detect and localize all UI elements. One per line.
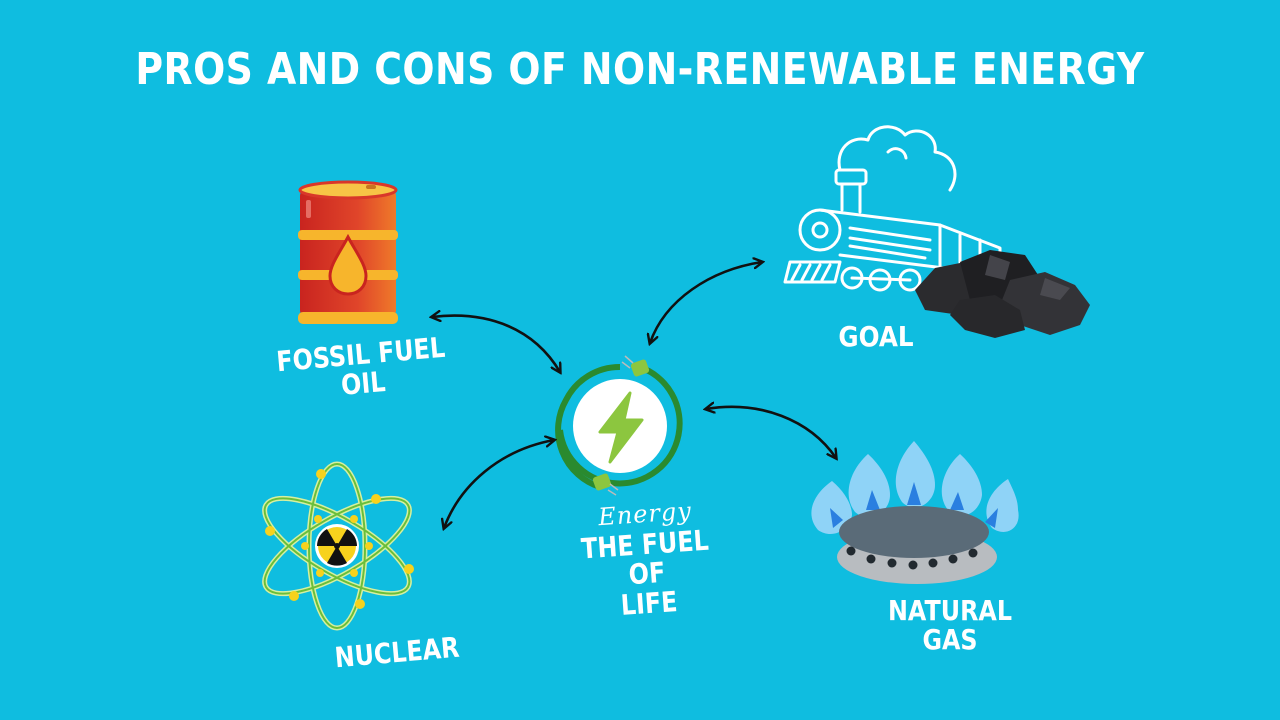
lightning-bolt-icon [555, 355, 683, 496]
coal-label-line1: GOAL [838, 320, 914, 353]
arrow-coal-center [650, 262, 762, 343]
natural-gas-label-line2: GAS [922, 623, 978, 657]
arrow-gas-center [706, 407, 836, 458]
center-label: THE FUEL OF LIFE [563, 524, 730, 623]
coal-icon [915, 250, 1090, 338]
coal-label: GOAL [832, 320, 920, 353]
arrow-nuclear-center [444, 440, 554, 528]
atom-radiation-icon [262, 461, 414, 631]
arrow-fossil-center [432, 316, 560, 372]
oil-barrel-icon [298, 180, 398, 324]
page-title: PROS AND CONS OF NON-RENEWABLE ENERGY [135, 44, 1145, 95]
gas-burner-flame-icon [811, 441, 1019, 584]
natural-gas-label: NATURAL GAS [882, 596, 1018, 655]
natural-gas-label-line1: NATURAL [888, 594, 1012, 627]
